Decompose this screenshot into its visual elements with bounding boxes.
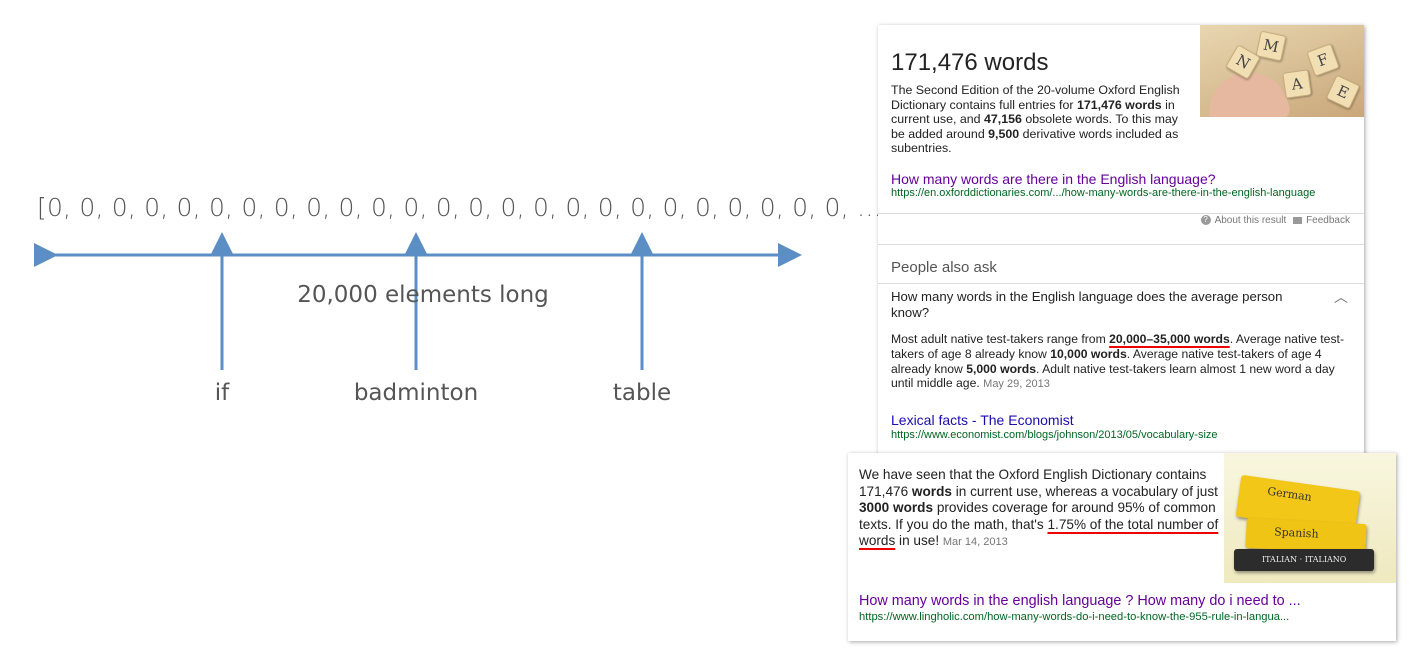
about-result-link[interactable]: About this result <box>1214 215 1287 226</box>
lingholic-result-url: https://www.lingholic.com/how-many-words… <box>859 611 1290 623</box>
people-also-ask-heading: People also ask <box>891 259 997 276</box>
oxford-result-link[interactable]: How many words are there in the English … <box>891 171 1216 187</box>
feedback-icon[interactable] <box>1293 216 1303 224</box>
divider <box>878 213 1364 214</box>
italian-book: ITALIAN · ITALIANO <box>1234 549 1374 571</box>
answer-description: The Second Edition of the 20-volume Oxfo… <box>891 83 1180 156</box>
answer-title: 171,476 words <box>891 49 1049 76</box>
paa-answer: Most adult native test-takers range from… <box>891 332 1345 391</box>
about-row: ?About this result Feedback <box>1197 215 1350 226</box>
vector-diagram <box>34 232 802 370</box>
tile-e: E <box>1325 74 1361 110</box>
word-label-table: table <box>612 380 672 406</box>
tile-f: F <box>1306 43 1340 77</box>
paa-question[interactable]: How many words in the English language d… <box>891 289 1283 320</box>
one-hot-vector: [0, 0, 0, 0, 0, 0, 0, 0, 0, 0, 0, 0, 0, … <box>37 193 933 222</box>
help-icon[interactable]: ? <box>1200 215 1211 226</box>
dictionary-books-image: German Spanish ITALIAN · ITALIANO <box>1224 453 1396 583</box>
length-label: 20,000 elements long <box>297 282 549 308</box>
word-label-badminton: badminton <box>353 380 479 406</box>
tile-a: A <box>1282 69 1312 99</box>
oxford-result-url: https://en.oxforddictionaries.com/.../ho… <box>891 187 1316 199</box>
feedback-link[interactable]: Feedback <box>1306 215 1350 226</box>
divider <box>878 283 1364 284</box>
economist-result-url: https://www.economist.com/blogs/johnson/… <box>891 429 1218 441</box>
lingholic-snippet-text: We have seen that the Oxford English Dic… <box>859 467 1219 549</box>
word-label-if: if <box>214 380 230 406</box>
scrabble-tiles-image: M F E A N <box>1200 25 1364 117</box>
divider <box>878 244 1364 245</box>
economist-result-link[interactable]: Lexical facts - The Economist <box>891 412 1074 428</box>
chevron-up-icon[interactable]: ︿ <box>1334 289 1348 305</box>
lingholic-result-link[interactable]: How many words in the english language ?… <box>859 593 1301 609</box>
tile-m: M <box>1255 30 1287 62</box>
lingholic-snippet-card: German Spanish ITALIAN · ITALIANO We hav… <box>848 453 1396 641</box>
featured-snippet-card: M F E A N 171,476 words The Second Editi… <box>878 25 1364 455</box>
